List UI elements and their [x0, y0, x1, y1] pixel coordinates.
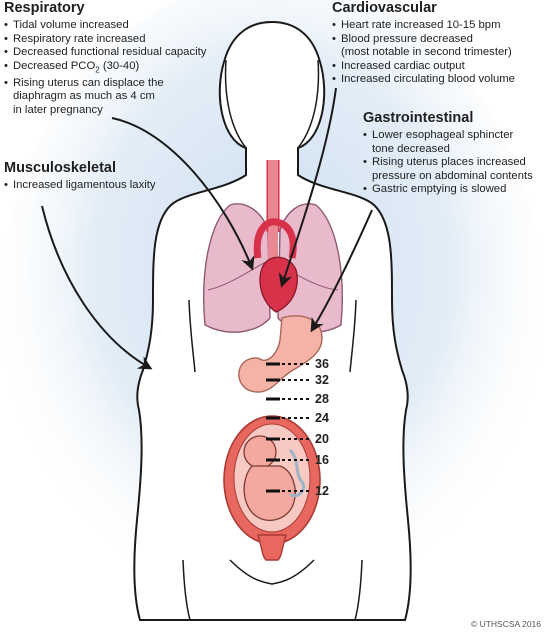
- gastrointestinal-title: Gastrointestinal: [363, 110, 474, 126]
- cardiovascular-item: Heart rate increased 10-15 bpm: [332, 19, 547, 33]
- fundal-height-week-label: 36: [315, 357, 329, 371]
- list-text-line: Respiratory rate increased: [13, 32, 146, 45]
- list-text-line: Rising uterus places increased: [372, 156, 526, 169]
- left-arm-line: [182, 299, 196, 621]
- list-text-line: (most notable in second trimester): [341, 46, 512, 59]
- list-text-line: Decreased functional residual capacity: [13, 46, 207, 59]
- respiratory-item: Tidal volume increased: [4, 19, 244, 33]
- list-text-line: Heart rate increased 10-15 bpm: [341, 19, 501, 31]
- cardiovascular-title: Cardiovascular: [332, 0, 437, 16]
- respiratory-block: Respiratory Tidal volume increasedRespir…: [4, 0, 244, 117]
- cardiovascular-arrow: [278, 87, 337, 288]
- fundal-height-week-label: 28: [315, 392, 329, 406]
- fundal-height-week-label: 12: [315, 484, 329, 498]
- fetus-body: [243, 465, 296, 521]
- list-text-line: Rising uterus can displace the: [13, 76, 164, 89]
- fundal-height-week-label: 16: [315, 453, 329, 467]
- respiratory-item: Rising uterus can displace thediaphragm …: [4, 77, 244, 118]
- gastrointestinal-item: Gastric emptying is slowed: [363, 183, 547, 197]
- fundal-height-week-label: 20: [315, 432, 329, 446]
- fundal-height-week-label: 32: [315, 373, 329, 387]
- heart: [259, 256, 298, 313]
- list-text-line: Tidal volume increased: [13, 19, 129, 31]
- list-text: Decreased PCO: [13, 59, 96, 72]
- list-text-line: diaphragm as much as 4 cm: [13, 90, 155, 103]
- cardiovascular-item: Blood pressure decreased(most notable in…: [332, 33, 547, 60]
- gastrointestinal-arrow: [310, 209, 373, 333]
- respiratory-item: Respiratory rate increased: [4, 33, 244, 47]
- gastrointestinal-block: Gastrointestinal Lower esophageal sphinc…: [363, 110, 547, 197]
- pelvic-line: [229, 559, 315, 585]
- list-text-line: pressure on abdominal contents: [372, 169, 533, 182]
- respiratory-item: Decreased PCO2 (30-40): [4, 60, 244, 77]
- list-text-line: Lower esophageal sphincter: [372, 129, 514, 141]
- list-text-line: Increased cardiac output: [341, 59, 465, 72]
- list-text-line: tone decreased: [372, 142, 450, 155]
- cervix: [257, 534, 287, 561]
- cardiovascular-list: Heart rate increased 10-15 bpmBlood pres…: [332, 19, 547, 87]
- respiratory-arrow: [111, 117, 255, 271]
- copyright-notice: © UTHSCSA 2016: [470, 619, 541, 629]
- fundal-height-week-label: 24: [315, 411, 329, 425]
- cardiovascular-item: Increased circulating blood volume: [332, 73, 547, 87]
- list-text-line: Increased circulating blood volume: [341, 73, 515, 86]
- musculoskeletal-list: Increased ligamentous laxity: [4, 179, 204, 193]
- respiratory-title: Respiratory: [4, 0, 85, 16]
- respiratory-item: Decreased functional residual capacity: [4, 46, 244, 60]
- right-arm-line: [349, 299, 363, 621]
- stomach: [238, 315, 323, 393]
- musculoskeletal-arrow: [41, 205, 153, 370]
- esophagus: [268, 160, 278, 270]
- cardiovascular-item: Increased cardiac output: [332, 60, 547, 74]
- list-text: (30-40): [99, 59, 140, 72]
- musculoskeletal-item: Increased ligamentous laxity: [4, 179, 204, 193]
- list-text-line: in later pregnancy: [13, 103, 103, 116]
- subscript: 2: [95, 65, 100, 75]
- left-lung: [203, 203, 271, 333]
- body-silhouette: [133, 20, 412, 621]
- list-text-line: Blood pressure decreased: [341, 32, 473, 45]
- musculoskeletal-block: Musculoskeletal Increased ligamentous la…: [4, 160, 204, 193]
- musculoskeletal-title: Musculoskeletal: [4, 160, 117, 176]
- fetus-head: [243, 435, 277, 469]
- list-text-line: Increased ligamentous laxity: [13, 179, 156, 191]
- respiratory-list: Tidal volume increasedRespiratory rate i…: [4, 19, 244, 117]
- cardiovascular-block: Cardiovascular Heart rate increased 10-1…: [332, 0, 547, 87]
- list-text-line: Gastric emptying is slowed: [372, 183, 507, 196]
- aortic-arch: [253, 218, 297, 259]
- fundal-height-scale: [266, 362, 312, 493]
